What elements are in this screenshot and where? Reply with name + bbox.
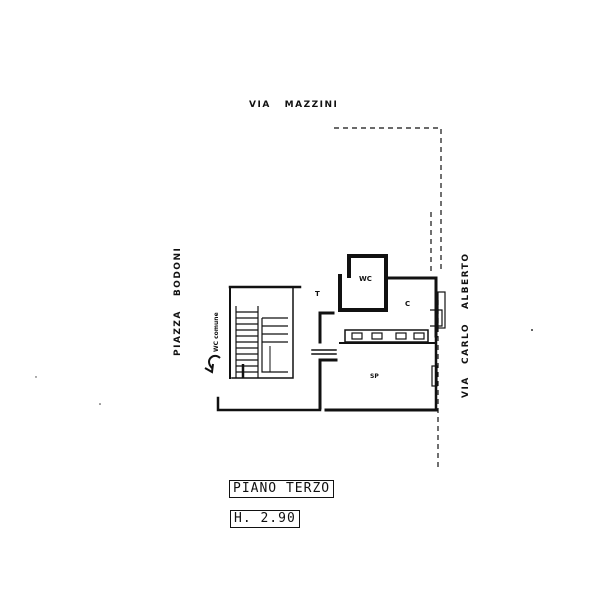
height-label: H. 2.90 [230, 510, 300, 528]
room-label-t: T [315, 290, 320, 298]
arrow-icon [208, 354, 221, 369]
street-label-via-mazzini: VIA MAZZINI [249, 100, 338, 110]
staircase [235, 306, 288, 378]
street-label-piazza-bodoni: PIAZZA BODONI [173, 247, 183, 356]
room-label-sp: SP [370, 373, 379, 380]
partition-marks [351, 332, 425, 340]
scan-speckles [35, 329, 533, 405]
floor-label: PIANO TERZO [229, 480, 335, 498]
street-label-carlo-alberto: CARLO ALBERTO [461, 253, 471, 365]
room-label-wc: WC [359, 275, 372, 283]
room-label-wc-comune: WC comune [213, 312, 220, 352]
street-label-via: VIA [461, 376, 471, 398]
room-label-c: C [405, 300, 410, 308]
walls [216, 254, 438, 412]
windows [430, 291, 446, 387]
arrowhead-icon [204, 363, 214, 374]
